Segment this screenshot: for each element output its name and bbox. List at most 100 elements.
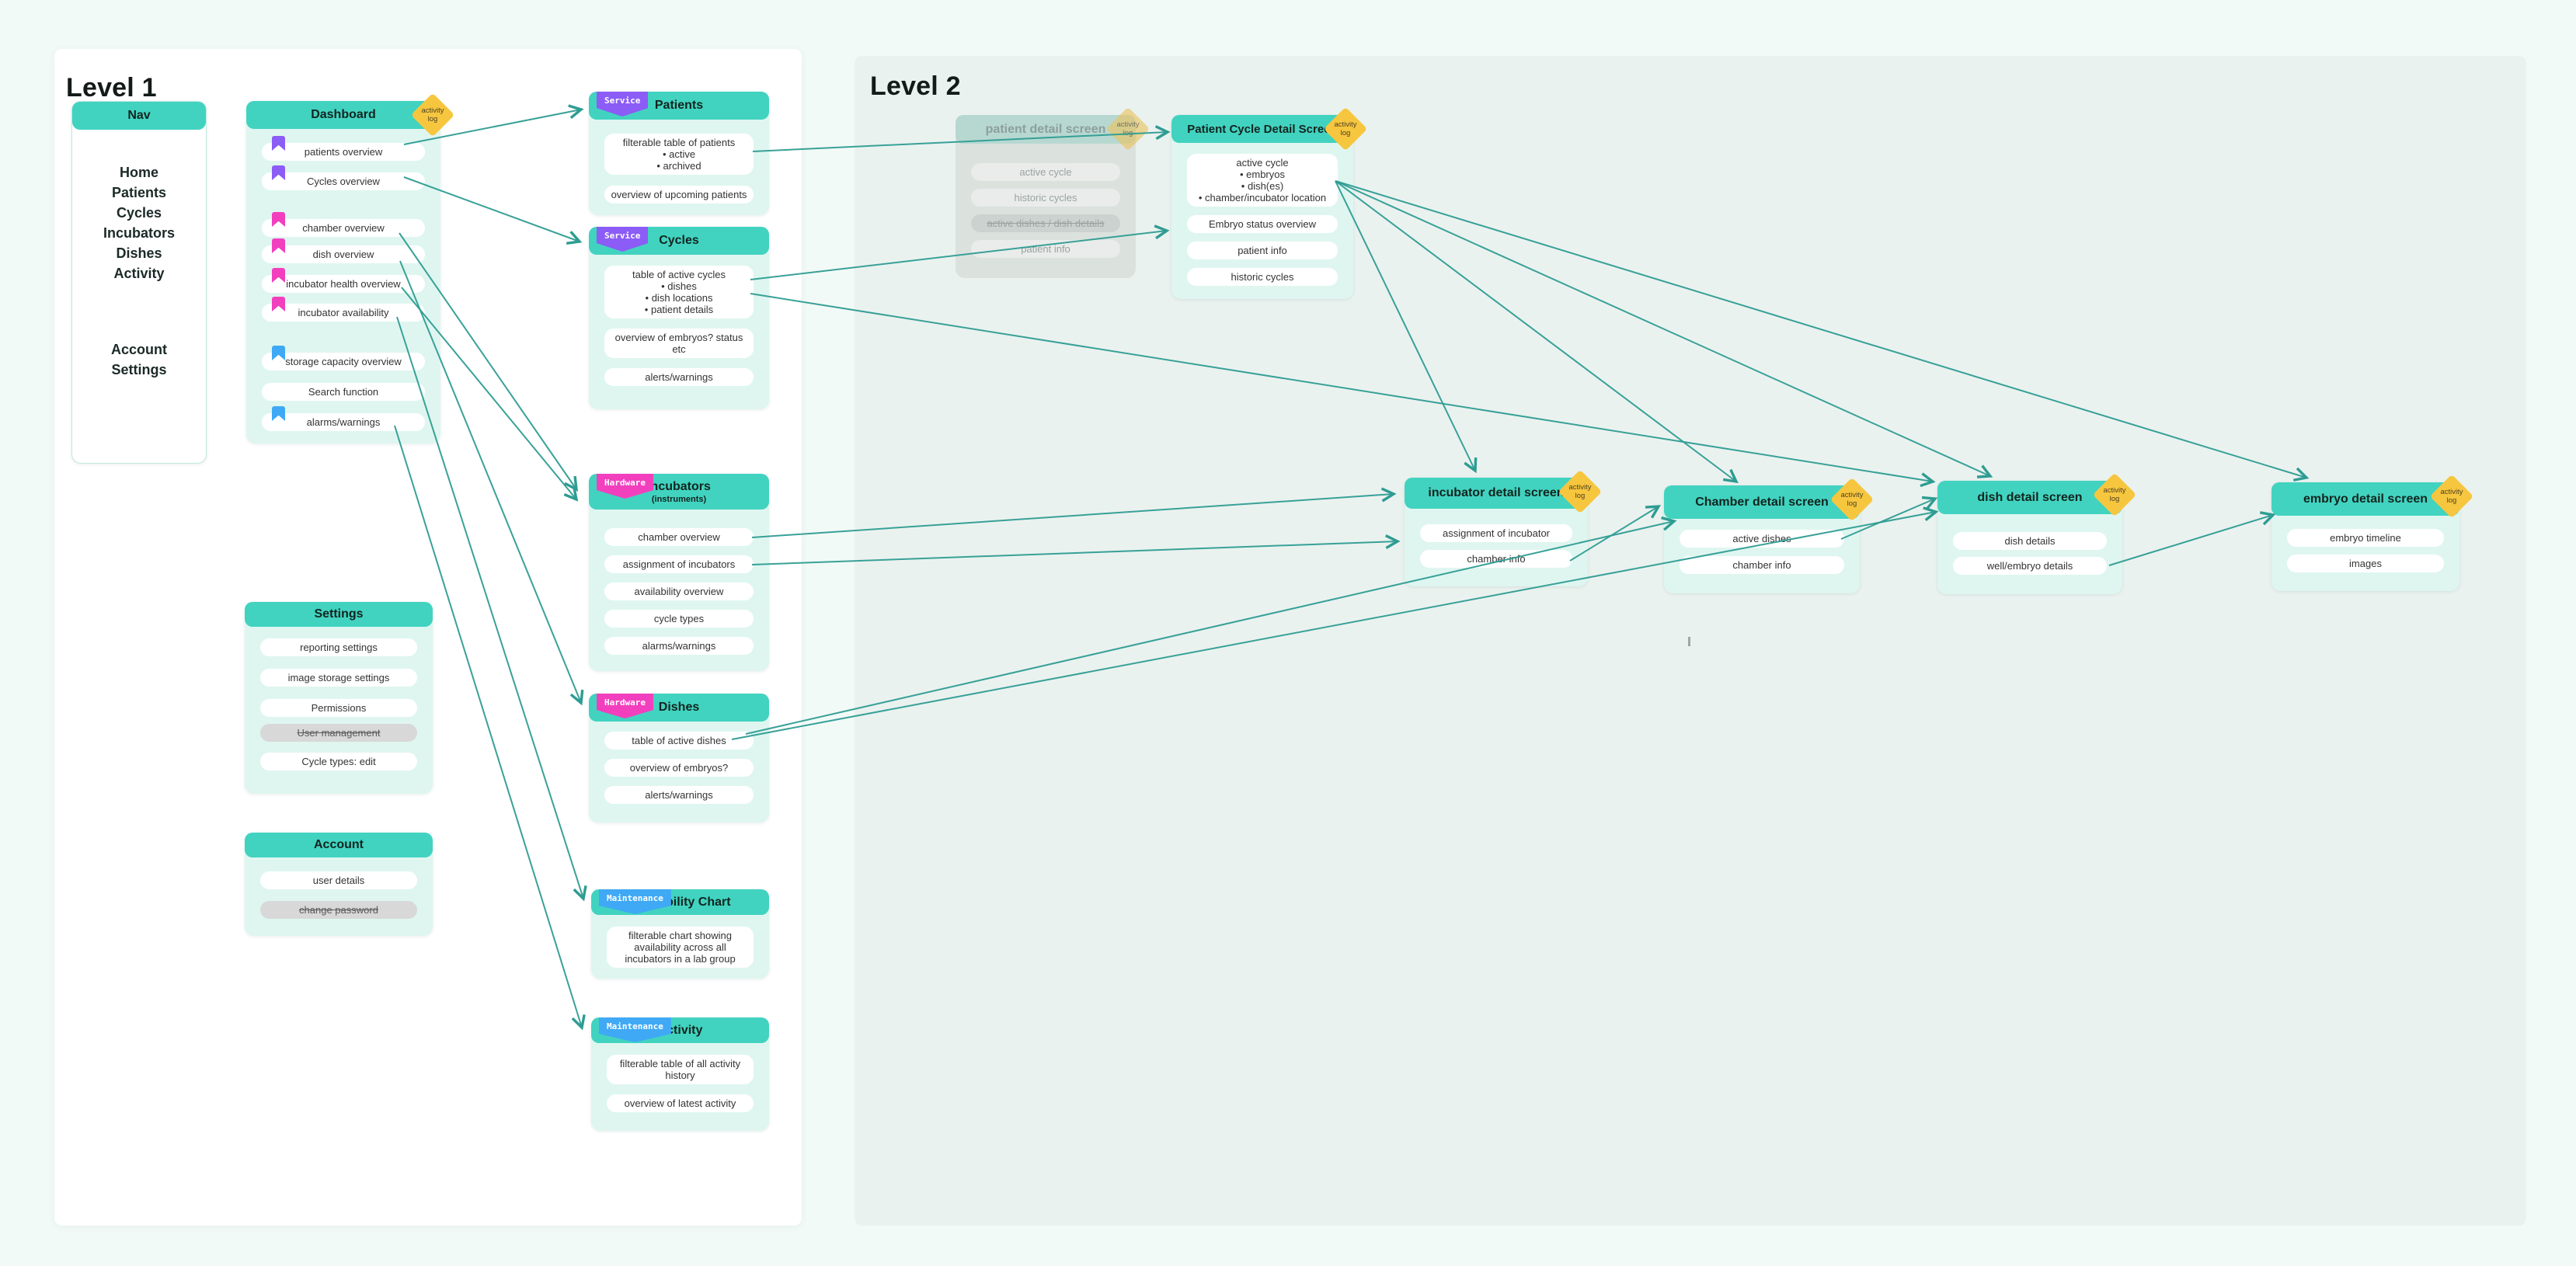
incubators-item[interactable]: assignment of incubators (604, 555, 754, 573)
nav-link-patients[interactable]: Patients (111, 185, 167, 200)
settings-item[interactable]: Permissions (260, 699, 417, 717)
account-item[interactable]: user details (260, 871, 417, 889)
dish_detail-item[interactable]: well/embryo details (1953, 557, 2107, 575)
dish_detail-item[interactable]: dish details (1953, 532, 2107, 550)
card-settings[interactable]: Settings reporting settings image storage… (245, 602, 433, 794)
availability-item[interactable]: filterable chart showing availability ac… (607, 927, 754, 968)
card-title: Nav (127, 109, 151, 122)
embryo_detail-item[interactable]: embryo timeline (2287, 529, 2444, 547)
nav-link-incubators[interactable]: Incubators (103, 225, 175, 241)
card-availability-chart[interactable]: Maintenance Availability Chart filterabl… (591, 889, 769, 979)
chamber_detail-item[interactable]: active dishes (1680, 530, 1844, 548)
incubator_detail-item[interactable]: chamber info (1420, 550, 1572, 568)
settings-item[interactable]: Cycle types: edit (260, 753, 417, 770)
bookmark-icon (272, 165, 285, 180)
patient_detail-item[interactable]: active cycle (971, 163, 1120, 181)
incubators-item[interactable]: alarms/warnings (604, 637, 754, 655)
card-title: Patients (654, 99, 704, 112)
nav-link-activity[interactable]: Activity (113, 266, 165, 281)
nav-link-settings[interactable]: Settings (111, 362, 167, 377)
nav-link-cycles[interactable]: Cycles (116, 205, 162, 221)
nav-header: Nav (72, 102, 206, 130)
tag-service: Service (597, 92, 649, 117)
dashboard-item[interactable]: alarms/warnings (262, 406, 425, 431)
pcds-item[interactable]: active cycle• embryos• dish(es)• chamber… (1187, 154, 1338, 207)
card-title: Settings (314, 607, 364, 621)
cycles-item[interactable]: alerts/warnings (604, 368, 754, 386)
dashboard-item[interactable]: incubator health overview (262, 268, 425, 293)
tag-hardware: Hardware (597, 694, 653, 718)
cycles-item[interactable]: table of active cycles• dishes• dish loc… (604, 266, 754, 318)
activity-item[interactable]: overview of latest activity (607, 1094, 754, 1112)
bookmark-icon (272, 406, 285, 421)
card-header: Hardware Incubators (instruments) (589, 474, 769, 510)
incubators-item[interactable]: cycle types (604, 610, 754, 628)
dashboard-item[interactable]: chamber overview (262, 212, 425, 237)
card-dishes[interactable]: Hardware Dishes table of active dishes ov… (589, 694, 769, 823)
card-header: Hardware Dishes (589, 694, 769, 722)
dashboard-item[interactable]: dish overview (262, 238, 425, 263)
dishes-item[interactable]: alerts/warnings (604, 786, 754, 804)
incubator_detail-item[interactable]: assignment of incubator (1420, 524, 1572, 542)
card-patients[interactable]: Service Patients filterable table of pat… (589, 92, 769, 215)
bookmark-icon (272, 238, 285, 253)
settings-item[interactable]: reporting settings (260, 638, 417, 656)
settings-item[interactable]: image storage settings (260, 669, 417, 687)
patients-item[interactable]: overview of upcoming patients (604, 186, 754, 203)
card-header: Service Cycles (589, 227, 769, 255)
card-header: Maintenance Activity (591, 1017, 769, 1043)
pcds-item[interactable]: patient info (1187, 242, 1338, 259)
nav-link-home[interactable]: Home (119, 165, 158, 180)
dashboard-item[interactable]: patients overview (262, 136, 425, 161)
level1-label: Level 1 (66, 73, 157, 103)
patients-item[interactable]: filterable table of patients• active• ar… (604, 134, 754, 175)
dashboard-item[interactable]: Cycles overview (262, 165, 425, 190)
tag-hardware: Hardware (597, 474, 653, 499)
level2-label: Level 2 (870, 71, 961, 101)
dishes-item[interactable]: overview of embryos? (604, 759, 754, 777)
dashboard-item[interactable]: storage capacity overview (262, 346, 425, 370)
card-cycles[interactable]: Service Cycles table of active cycles• d… (589, 227, 769, 409)
pcds-item[interactable]: Embryo status overview (1187, 215, 1338, 233)
chamber_detail-item[interactable]: chamber info (1680, 556, 1844, 574)
dishes-item[interactable]: table of active dishes (604, 732, 754, 750)
account-item[interactable]: change password (260, 901, 417, 919)
nav-link-account[interactable]: Account (111, 342, 167, 357)
patient_detail-item[interactable]: active dishes / dish details (971, 214, 1120, 232)
cycles-item[interactable]: overview of embryos? status etc (604, 329, 754, 358)
dashboard-item[interactable]: incubator availability (262, 297, 425, 322)
dashboard-item[interactable]: Search function (262, 383, 425, 401)
settings-item[interactable]: User management (260, 724, 417, 742)
pcds-item[interactable]: historic cycles (1187, 268, 1338, 286)
card-incubators[interactable]: Hardware Incubators (instruments) chambe… (589, 474, 769, 671)
patient_detail-item[interactable]: patient info (971, 240, 1120, 258)
patient_detail-item[interactable]: historic cycles (971, 189, 1120, 207)
embryo_detail-item[interactable]: images (2287, 555, 2444, 572)
incubators-item[interactable]: chamber overview (604, 528, 754, 546)
activity-item[interactable]: filterable table of all activity history (607, 1055, 754, 1084)
card-title: Patient Cycle Detail Screen (1187, 122, 1338, 136)
card-activity[interactable]: Maintenance Activity filterable table of… (591, 1017, 769, 1131)
card-title: Dashboard (311, 108, 376, 121)
nav-link-dishes[interactable]: Dishes (116, 245, 162, 261)
incubators-item[interactable]: availability overview (604, 583, 754, 600)
